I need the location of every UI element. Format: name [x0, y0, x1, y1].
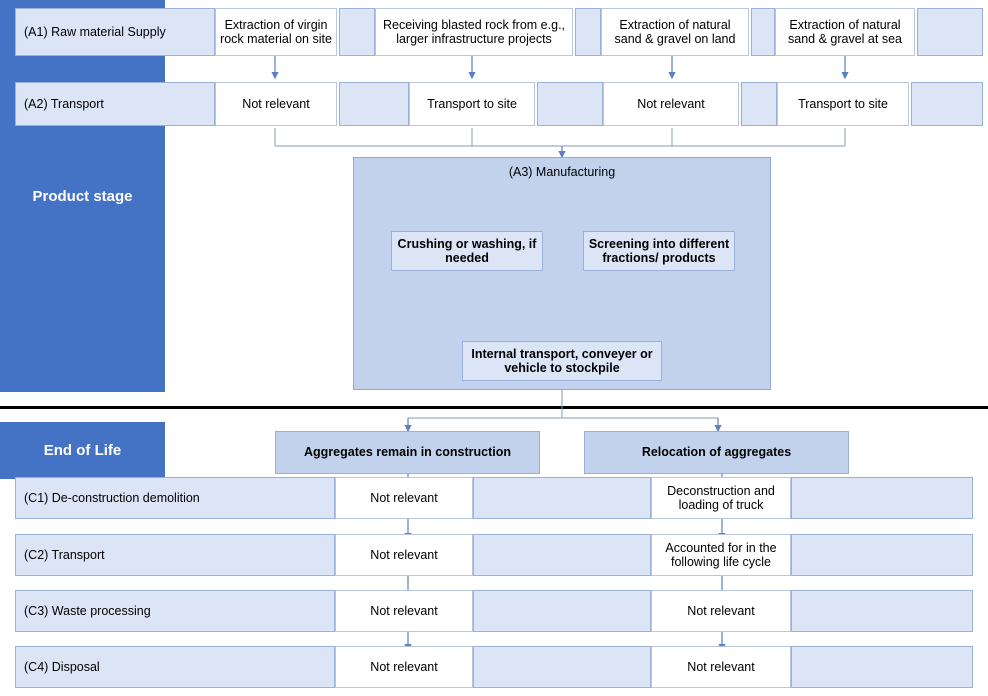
row-c1-spacer-1	[473, 477, 651, 519]
row-c1-label: (C1) De-construction demolition	[15, 477, 335, 519]
stage-end-of-life-label: End of Life	[43, 442, 122, 459]
section-divider	[0, 406, 988, 409]
row-c2-cell-1: Not relevant	[335, 534, 473, 576]
row-c1-cell-1: Not relevant	[335, 477, 473, 519]
row-a2-cell-3: Not relevant	[603, 82, 739, 126]
row-a2-spacer-1	[339, 82, 409, 126]
row-a2-spacer-4	[911, 82, 983, 126]
row-a2-cell-1-text: Not relevant	[242, 96, 310, 111]
row-c3-cell-1: Not relevant	[335, 590, 473, 632]
row-c3-cell-1-text: Not relevant	[370, 603, 438, 618]
row-c2-spacer-1	[473, 534, 651, 576]
row-c1-cell-1-text: Not relevant	[370, 490, 438, 505]
row-c1-label-text: (C1) De-construction demolition	[24, 490, 200, 505]
stage-end-of-life: End of Life	[0, 422, 165, 479]
row-a1-spacer-3	[751, 8, 775, 56]
row-c1-cell-2-text: Deconstruction and loading of truck	[667, 483, 775, 512]
row-c4-cell-2: Not relevant	[651, 646, 791, 688]
eol-header-relocation-text: Relocation of aggregates	[641, 445, 792, 460]
row-c4-spacer-1	[473, 646, 651, 688]
row-a1-cell-2-text: Receiving blasted rock from e.g., larger…	[382, 17, 566, 46]
row-c1-cell-2: Deconstruction and loading of truck	[651, 477, 791, 519]
row-c3-label-text: (C3) Waste processing	[24, 603, 151, 618]
row-c4-label-text: (C4) Disposal	[24, 659, 100, 674]
row-c2-cell-1-text: Not relevant	[370, 547, 438, 562]
row-a1-cell-3: Extraction of natural sand & gravel on l…	[601, 8, 749, 56]
a3-crushing-text: Crushing or washing, if needed	[397, 236, 537, 265]
row-a1-cell-2: Receiving blasted rock from e.g., larger…	[375, 8, 573, 56]
row-a2-cell-2-text: Transport to site	[427, 96, 517, 111]
row-a1-label-text: (A1) Raw material Supply	[24, 24, 166, 39]
row-c4-cell-2-text: Not relevant	[687, 659, 755, 674]
row-a1-cell-1-text: Extraction of virgin rock material on si…	[220, 17, 332, 46]
row-c2-spacer-2	[791, 534, 973, 576]
row-c3-spacer-1	[473, 590, 651, 632]
eol-header-remain-text: Aggregates remain in construction	[304, 445, 511, 460]
a3-title-text: (A3) Manufacturing	[508, 165, 616, 179]
row-a2-cell-3-text: Not relevant	[637, 96, 705, 111]
row-a1-spacer-4	[917, 8, 983, 56]
row-c2-label: (C2) Transport	[15, 534, 335, 576]
a3-internal-transport-text: Internal transport, conveyer or vehicle …	[471, 346, 653, 375]
a3-title: (A3) Manufacturing	[353, 165, 771, 179]
eol-header-remain: Aggregates remain in construction	[275, 431, 540, 474]
row-c4-cell-1: Not relevant	[335, 646, 473, 688]
a3-screening-box: Screening into different fractions/ prod…	[583, 231, 735, 271]
row-a2-cell-4: Transport to site	[777, 82, 909, 126]
row-c2-cell-2: Accounted for in the following life cycl…	[651, 534, 791, 576]
row-c4-label: (C4) Disposal	[15, 646, 335, 688]
row-a2-cell-1: Not relevant	[215, 82, 337, 126]
row-c1-spacer-2	[791, 477, 973, 519]
row-a1-label: (A1) Raw material Supply	[15, 8, 215, 56]
row-c3-label: (C3) Waste processing	[15, 590, 335, 632]
eol-header-relocation: Relocation of aggregates	[584, 431, 849, 474]
row-a2-cell-2: Transport to site	[409, 82, 535, 126]
row-c2-cell-2-text: Accounted for in the following life cycl…	[665, 540, 777, 569]
row-a2-spacer-3	[741, 82, 777, 126]
row-a1-spacer-1	[339, 8, 375, 56]
row-a1-spacer-2	[575, 8, 601, 56]
row-a2-cell-4-text: Transport to site	[798, 96, 888, 111]
row-c4-spacer-2	[791, 646, 973, 688]
row-c3-cell-2: Not relevant	[651, 590, 791, 632]
row-a2-spacer-2	[537, 82, 603, 126]
a3-screening-text: Screening into different fractions/ prod…	[588, 236, 730, 265]
stage-product-label: Product stage	[32, 187, 133, 205]
row-c3-cell-2-text: Not relevant	[687, 603, 755, 618]
row-c3-spacer-2	[791, 590, 973, 632]
a3-crushing-box: Crushing or washing, if needed	[391, 231, 543, 271]
row-c4-cell-1-text: Not relevant	[370, 659, 438, 674]
stage-product: Product stage	[0, 0, 165, 392]
row-a2-label-text: (A2) Transport	[24, 96, 104, 111]
row-a1-cell-3-text: Extraction of natural sand & gravel on l…	[614, 17, 736, 46]
row-a1-cell-1: Extraction of virgin rock material on si…	[215, 8, 337, 56]
row-a1-cell-4-text: Extraction of natural sand & gravel at s…	[788, 17, 902, 46]
a3-internal-transport-box: Internal transport, conveyer or vehicle …	[462, 341, 662, 381]
row-c2-label-text: (C2) Transport	[24, 547, 105, 562]
row-a1-cell-4: Extraction of natural sand & gravel at s…	[775, 8, 915, 56]
row-a2-label: (A2) Transport	[15, 82, 215, 126]
